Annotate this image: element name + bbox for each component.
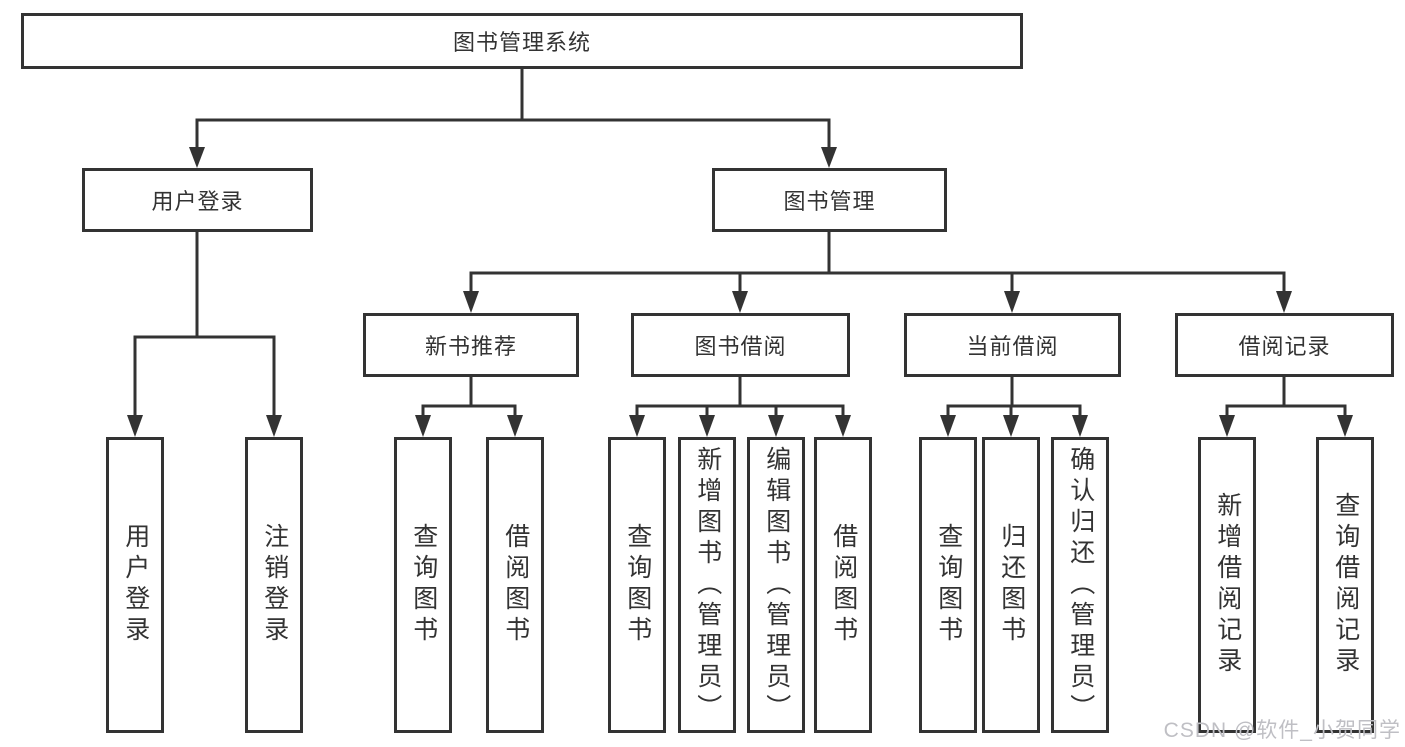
arrow-down-icon xyxy=(189,147,205,168)
leaf-query-books-current: 查询图书 xyxy=(919,437,977,733)
connector-book-mgmt-to-level3 xyxy=(463,232,1292,313)
arrow-down-icon xyxy=(768,415,784,437)
arrow-down-icon xyxy=(821,147,837,168)
leaf-query-books-recommend: 查询图书 xyxy=(394,437,452,733)
arrow-down-icon xyxy=(1004,291,1020,313)
arrow-down-icon xyxy=(732,291,748,313)
node-label: 用户登录 xyxy=(151,189,244,214)
arrow-down-icon xyxy=(629,415,645,437)
arrow-down-icon xyxy=(507,415,523,437)
node-label: 图书借阅 xyxy=(694,334,787,359)
node-root-library-system: 图书管理系统 xyxy=(21,13,1023,69)
arrow-down-icon xyxy=(699,415,715,437)
node-new-book-recommend: 新书推荐 xyxy=(363,313,579,377)
node-current-borrow: 当前借阅 xyxy=(904,313,1121,377)
arrow-down-icon xyxy=(127,415,143,437)
leaf-return-books: 归还图书 xyxy=(982,437,1040,733)
node-borrow-record: 借阅记录 xyxy=(1175,313,1394,377)
node-label: 查询借阅记录 xyxy=(1331,492,1360,678)
node-label: 归还图书 xyxy=(997,523,1026,647)
leaf-add-books-admin: 新增图书（管理员） xyxy=(678,437,736,733)
node-label: 确认归还（管理员） xyxy=(1066,445,1095,725)
node-book-management: 图书管理 xyxy=(712,168,947,232)
leaf-query-borrow-record: 查询借阅记录 xyxy=(1316,437,1374,733)
arrow-down-icon xyxy=(835,415,851,437)
connector-user-login-children xyxy=(127,232,282,437)
leaf-edit-books-admin: 编辑图书（管理员） xyxy=(747,437,805,733)
leaf-add-borrow-record: 新增借阅记录 xyxy=(1198,437,1256,733)
node-label: 新增借阅记录 xyxy=(1213,492,1242,678)
connector-current-borrow-children xyxy=(940,377,1088,437)
node-label: 借阅图书 xyxy=(501,523,530,647)
arrow-down-icon xyxy=(266,415,282,437)
node-label: 查询图书 xyxy=(623,523,652,647)
arrow-down-icon xyxy=(415,415,431,437)
node-book-borrow: 图书借阅 xyxy=(631,313,850,377)
connector-new-book-children xyxy=(415,377,523,437)
arrow-down-icon xyxy=(463,291,479,313)
node-label: 新增图书（管理员） xyxy=(693,445,722,725)
node-label: 查询图书 xyxy=(409,523,438,647)
arrow-down-icon xyxy=(1337,415,1353,437)
leaf-logout: 注销登录 xyxy=(245,437,303,733)
node-label: 图书管理系统 xyxy=(452,30,591,55)
leaf-confirm-return-admin: 确认归还（管理员） xyxy=(1051,437,1109,733)
node-label: 借阅图书 xyxy=(829,523,858,647)
node-label: 注销登录 xyxy=(260,523,289,647)
node-label: 新书推荐 xyxy=(424,334,517,359)
csdn-watermark: CSDN @软件_小贺同学 xyxy=(1163,719,1401,742)
node-label: 编辑图书（管理员） xyxy=(762,445,791,725)
arrow-down-icon xyxy=(1276,291,1292,313)
leaf-query-books-borrow: 查询图书 xyxy=(608,437,666,733)
arrow-down-icon xyxy=(940,415,956,437)
arrow-down-icon xyxy=(1072,415,1088,437)
node-label: 查询图书 xyxy=(934,523,963,647)
connector-borrow-record-children xyxy=(1219,377,1353,437)
leaf-borrow-books: 借阅图书 xyxy=(814,437,872,733)
node-label: 图书管理 xyxy=(783,189,876,214)
connector-root-to-level2 xyxy=(189,69,837,168)
node-label: 借阅记录 xyxy=(1238,334,1331,359)
connector-book-borrow-children xyxy=(629,377,851,437)
node-user-login: 用户登录 xyxy=(82,168,313,232)
node-label: 用户登录 xyxy=(121,523,150,647)
arrow-down-icon xyxy=(1219,415,1235,437)
leaf-borrow-books-recommend: 借阅图书 xyxy=(486,437,544,733)
leaf-user-login: 用户登录 xyxy=(106,437,164,733)
node-label: 当前借阅 xyxy=(966,334,1059,359)
arrow-down-icon xyxy=(1003,415,1019,437)
